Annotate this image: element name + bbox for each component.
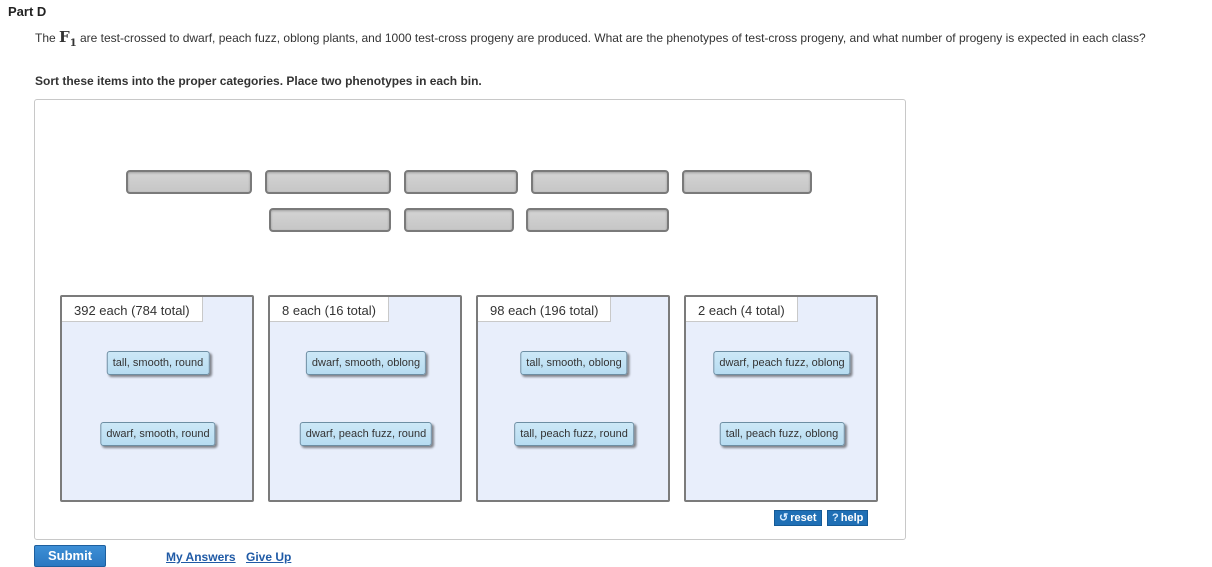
part-title: Part D xyxy=(8,4,47,19)
help-button[interactable]: ?help xyxy=(827,510,869,526)
question-prefix: The xyxy=(35,31,56,45)
phenotype-chip[interactable]: dwarf, smooth, oblong xyxy=(305,351,427,375)
bin-label: 392 each (784 total) xyxy=(62,297,203,322)
help-label: help xyxy=(840,512,864,524)
question-body: are test-crossed to dwarf, peach fuzz, o… xyxy=(80,31,1146,45)
phenotype-chip[interactable]: tall, peach fuzz, oblong xyxy=(719,422,845,446)
f-symbol: F xyxy=(59,28,70,46)
category-bin[interactable]: 98 each (196 total) tall, smooth, oblong… xyxy=(476,295,670,502)
empty-item-slot xyxy=(531,170,669,194)
empty-item-slot xyxy=(404,170,518,194)
phenotype-chip[interactable]: tall, smooth, round xyxy=(106,351,210,375)
my-answers-link[interactable]: My Answers xyxy=(166,550,236,564)
empty-item-slot xyxy=(126,170,252,194)
submit-button[interactable]: Submit xyxy=(34,545,106,567)
sort-instruction: Sort these items into the proper categor… xyxy=(35,74,482,88)
bin-label: 8 each (16 total) xyxy=(270,297,389,322)
bin-label: 98 each (196 total) xyxy=(478,297,612,322)
empty-item-slot xyxy=(265,170,391,194)
help-icon: ? xyxy=(832,512,839,524)
bin-label: 2 each (4 total) xyxy=(686,297,798,322)
empty-item-slot xyxy=(526,208,669,232)
f-subscript: 1 xyxy=(69,38,77,49)
empty-item-slot xyxy=(682,170,812,194)
reset-icon: ↺ xyxy=(779,512,789,524)
sorting-board: 392 each (784 total) tall, smooth, round… xyxy=(34,99,906,540)
f1-symbol: F1 xyxy=(59,28,77,50)
category-bin[interactable]: 2 each (4 total) dwarf, peach fuzz, oblo… xyxy=(684,295,878,502)
phenotype-chip[interactable]: tall, peach fuzz, round xyxy=(514,422,634,446)
reset-label: reset xyxy=(790,512,817,524)
phenotype-chip[interactable]: dwarf, peach fuzz, round xyxy=(299,422,433,446)
empty-item-slot xyxy=(404,208,514,232)
phenotype-chip[interactable]: dwarf, peach fuzz, oblong xyxy=(713,351,851,375)
category-bin[interactable]: 8 each (16 total) dwarf, smooth, oblong … xyxy=(268,295,462,502)
question-text: The F1 are test-crossed to dwarf, peach … xyxy=(35,30,1205,51)
category-bin[interactable]: 392 each (784 total) tall, smooth, round… xyxy=(60,295,254,502)
give-up-link[interactable]: Give Up xyxy=(246,550,292,564)
empty-item-slot xyxy=(269,208,391,232)
phenotype-chip[interactable]: dwarf, smooth, round xyxy=(100,422,216,446)
reset-button[interactable]: ↺reset xyxy=(774,510,822,526)
phenotype-chip[interactable]: tall, smooth, oblong xyxy=(520,351,628,375)
